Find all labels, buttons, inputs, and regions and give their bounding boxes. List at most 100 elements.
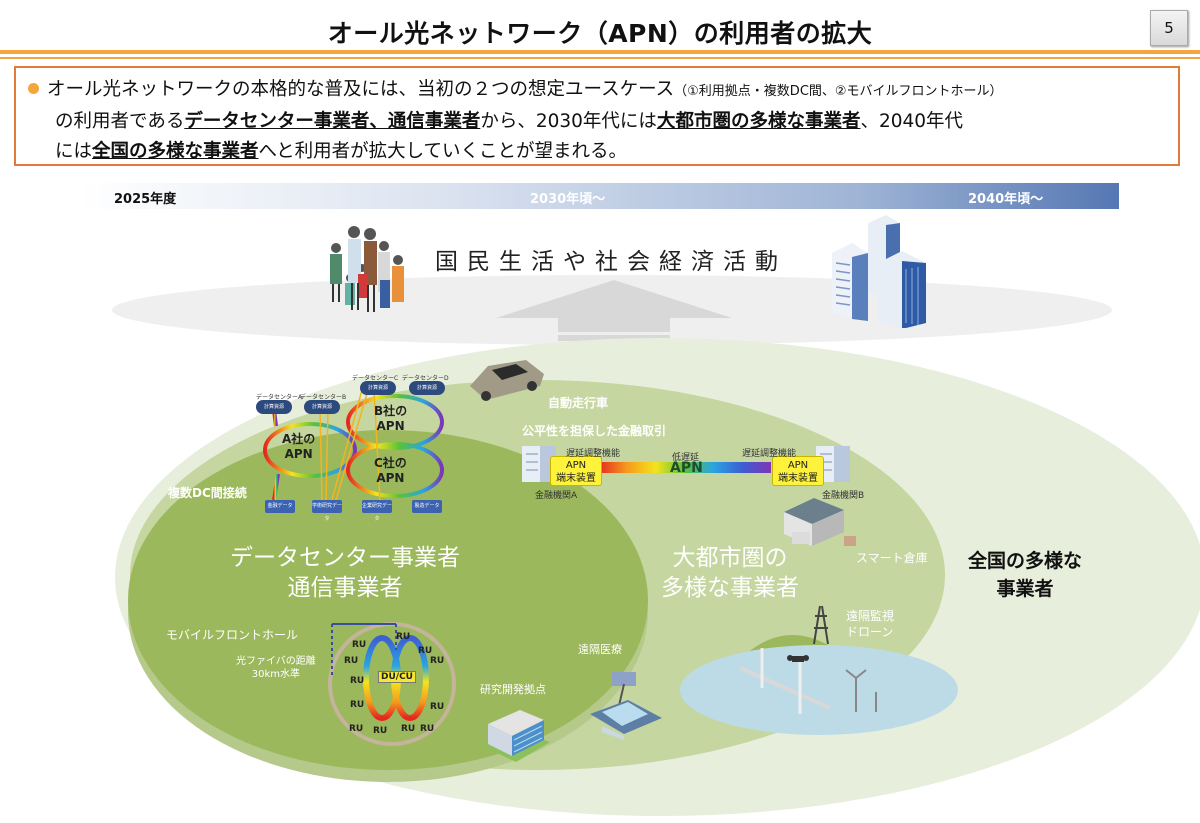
summary-box: オール光ネットワークの本格的な普及には、当初の２つの想定ユースケース（①利用拠点… [14,66,1180,166]
timeline-2040: 2040年頃～ [968,192,1044,207]
ru-label: RU [430,702,445,712]
summary-text: の利用者である [55,111,185,132]
summary-usecases: （①利用拠点・複数DC間、②モバイルフロントホール） [674,84,1003,99]
data-box-academic: 学術研究データ [312,500,342,522]
ru-label: RU [349,724,364,734]
timeline-2030: 2030年頃～ [530,192,606,207]
smart-warehouse-label: スマート倉庫 [856,551,928,565]
summary-text: 、2040年代 [860,111,964,132]
outer-label-line1: 全国の多様な [967,550,1082,572]
middle-circle-label: 大都市圏の 多様な事業者 [640,543,820,603]
fiber-distance-line2: 30km水準 [251,669,301,680]
summary-emphasis: 全国の多様な事業者 [92,141,259,162]
page-number: 5 [1150,10,1188,46]
rnd-base-label: 研究開発拠点 [480,683,546,696]
ru-label: RU [430,656,445,666]
bank-a-label: 金融機関A [535,491,578,501]
remote-monitoring-line1: 遠隔監視 [846,609,895,623]
remote-monitoring-label: 遠隔監視 ドローン [846,608,894,640]
bullet-icon [28,83,39,94]
timeline-2025: 2025年度 [114,192,177,207]
inner-label-line1: データセンター事業者 [230,545,460,571]
apn-terminal-right: APN 端末装置 [772,456,824,486]
people-icon [330,226,404,312]
ru-label: RU [396,632,411,642]
dc-d-label: データセンターD [402,375,449,382]
ru-label: RU [401,724,416,734]
timeline-bar: 2025年度 2030年頃～ 2040年頃～ [80,183,1119,209]
rnd-building-icon [482,710,550,762]
bridge-drone-windmill-icon [740,648,877,714]
header-divider-thin [0,57,1200,59]
low-latency-apn-link [598,462,771,473]
page-title: オール光ネットワーク（APN）の利用者の拡大 [327,19,873,48]
self-driving-car-icon [470,360,544,401]
inner-circle-label: データセンター事業者 通信事業者 [230,543,460,603]
ru-label: RU [418,646,433,656]
multi-dc-label: 複数DC間接続 [168,486,247,500]
ring-c-line1: C社の [374,456,407,470]
middle-label-line1: 大都市圏の [672,545,788,571]
data-box-finance: 金融データ [265,500,295,513]
dc-c-label: データセンターC [352,375,399,382]
cloud-icon: 計算資源 [256,400,292,414]
ring-b-line1: B社の [374,404,408,418]
terminal-right-line2: 端末装置 [778,473,818,484]
outer-circle-label: 全国の多様な 事業者 [950,547,1100,603]
apn-terminal-left: APN 端末装置 [550,456,602,486]
society-label: 国民生活や社会経済活動 [435,249,787,275]
summary-text: へと利用者が拡大していくことが望まれる。 [258,141,628,162]
remote-medical-label: 遠隔医療 [578,643,622,656]
inner-label-line2: 通信事業者 [287,575,403,601]
summary-text: から、2030年代には [480,111,657,132]
self-driving-label: 自動走行車 [548,396,609,410]
ru-label: RU [344,656,359,666]
delay-adjust-right: 遅延調整機能 [742,449,797,459]
header-divider [0,50,1200,54]
ru-label: RU [420,724,435,734]
remote-surgery-icon [590,672,662,740]
terminal-right-line1: APN [787,460,809,471]
outer-label-line2: 事業者 [996,578,1054,600]
terminal-left-line1: APN [565,460,587,471]
lake-area [680,645,958,735]
finance-title: 公平性を担保した金融取引 [522,424,667,438]
cloud-icon: 計算資源 [360,381,396,395]
fiber-distance-line1: 光ファイバの距離 [236,656,316,667]
delay-adjust-left: 遅延調整機能 [566,449,621,459]
mobile-fronthaul-label: モバイルフロントホール [166,628,299,642]
low-latency-label: 低遅延 [672,453,700,463]
tower-icon [813,605,829,644]
ring-a-line2: APN [284,447,313,461]
du-cu-label: DU/CU [378,671,416,683]
remote-monitoring-line2: ドローン [846,625,894,639]
cloud-icon: 計算資源 [304,400,340,414]
cloud-icon: 計算資源 [409,381,445,395]
summary-text: オール光ネットワークの本格的な普及には、当初の２つの想定ユースケース [47,79,675,100]
bank-b-label: 金融機関B [822,491,865,501]
ring-c-line2: APN [376,471,405,485]
middle-label-line2: 多様な事業者 [661,575,799,601]
dc-a-label: データセンターA [256,394,303,401]
terminal-left-line2: 端末装置 [556,473,596,484]
ru-label: RU [352,640,367,650]
ring-a-line1: A社の [282,432,316,446]
fiber-distance-label: 光ファイバの距離 30km水準 [236,655,316,681]
ring-b-line2: APN [376,419,405,433]
summary-emphasis: 大都市圏の多様な事業者 [656,111,861,132]
data-box-manufacturing: 製造データ [412,500,442,513]
dc-b-label: データセンターB [300,394,347,401]
apn-link-label: APN [670,460,703,476]
ru-label: RU [350,700,365,710]
apn-rings-diagram [263,389,444,501]
summary-text: には [55,141,93,162]
summary-emphasis: データセンター事業者、通信事業者 [184,111,481,132]
buildings-icon [832,215,926,328]
ru-label: RU [350,676,365,686]
smart-warehouse-icon [784,498,856,546]
ru-label: RU [373,726,388,736]
data-box-corporate: 企業研究データ [362,500,392,522]
